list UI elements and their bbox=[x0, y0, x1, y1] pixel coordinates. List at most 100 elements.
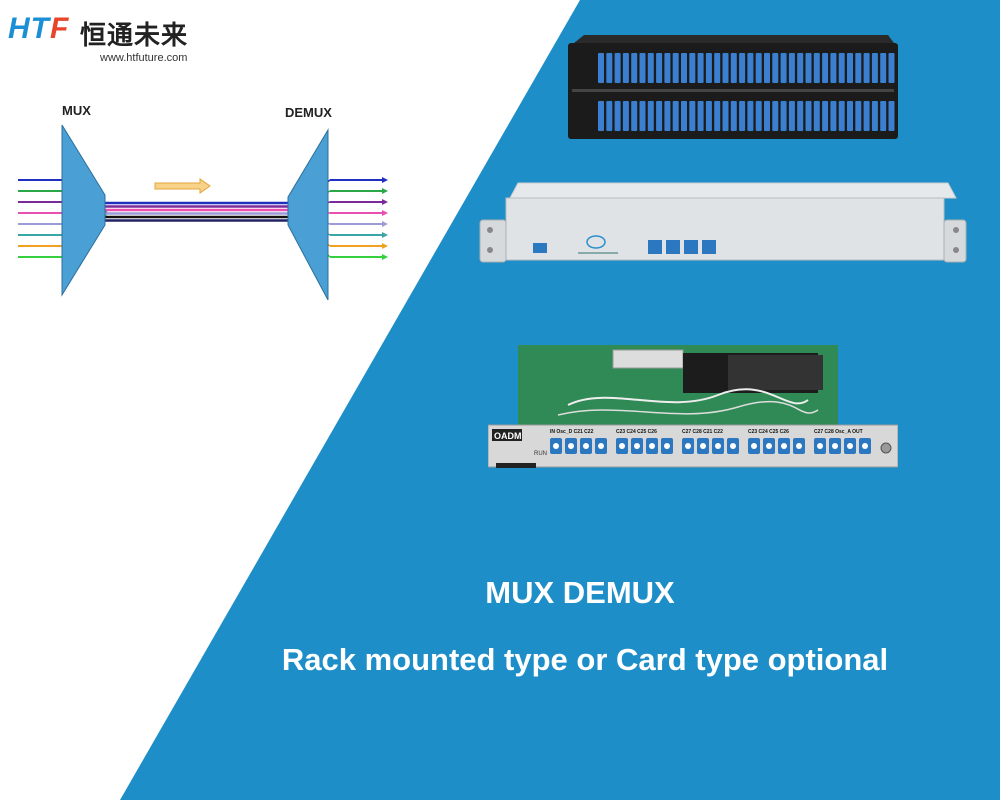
port-ferrule bbox=[751, 443, 757, 449]
port-ferrule bbox=[796, 443, 802, 449]
lc-port bbox=[764, 101, 770, 131]
arrow-icon bbox=[382, 254, 388, 260]
port-ferrule bbox=[685, 443, 691, 449]
lc-port bbox=[684, 240, 698, 254]
lc-port bbox=[822, 53, 829, 83]
lc-port bbox=[813, 101, 820, 131]
port-ferrule bbox=[700, 443, 706, 449]
lc-port bbox=[689, 53, 696, 83]
rack-mux-device-2u bbox=[568, 35, 898, 139]
port-ferrule bbox=[715, 443, 721, 449]
lc-port bbox=[714, 53, 721, 83]
card-port-group-label: IN Osc_D C21 C22 bbox=[550, 429, 594, 435]
port-ferrule bbox=[766, 443, 772, 449]
arrow-icon bbox=[382, 243, 388, 249]
lc-port bbox=[730, 53, 737, 83]
lc-port bbox=[805, 101, 812, 131]
card-port-group-label: C27 C28 Osc_A OUT bbox=[814, 429, 863, 435]
lc-port bbox=[739, 53, 746, 83]
lc-port bbox=[838, 53, 845, 83]
lc-port bbox=[648, 240, 662, 254]
port-ferrule bbox=[619, 443, 625, 449]
lc-port bbox=[855, 101, 862, 131]
lc-port bbox=[614, 101, 621, 131]
arrow-icon bbox=[382, 221, 388, 227]
lc-port bbox=[664, 101, 671, 131]
lc-port bbox=[598, 101, 604, 131]
lc-port bbox=[888, 53, 895, 83]
lc-port bbox=[888, 101, 895, 131]
lc-port bbox=[780, 101, 787, 131]
lc-port bbox=[730, 101, 737, 131]
port-ferrule bbox=[634, 443, 640, 449]
lc-port bbox=[780, 53, 787, 83]
lc-port bbox=[855, 53, 862, 83]
lc-port bbox=[705, 53, 712, 83]
mux-label: MUX bbox=[62, 103, 91, 118]
lc-port bbox=[822, 101, 829, 131]
lc-port bbox=[764, 53, 770, 83]
lc-port bbox=[880, 53, 887, 83]
lc-port bbox=[714, 101, 721, 131]
lc-port bbox=[681, 101, 687, 131]
lc-port bbox=[639, 53, 646, 83]
arrow-icon bbox=[382, 232, 388, 238]
card-port-array bbox=[550, 438, 871, 454]
lc-port bbox=[622, 101, 629, 131]
port-ferrule bbox=[781, 443, 787, 449]
gray-device-port-array bbox=[648, 240, 716, 254]
lc-port bbox=[880, 101, 887, 131]
lc-port bbox=[598, 53, 604, 83]
port-ferrule bbox=[832, 443, 838, 449]
lc-port bbox=[847, 101, 853, 131]
lc-port bbox=[656, 101, 663, 131]
arrow-icon bbox=[382, 199, 388, 205]
lc-port bbox=[672, 53, 679, 83]
card-port-group-label: C27 C28 C21 C22 bbox=[682, 429, 723, 435]
arrow-icon bbox=[382, 188, 388, 194]
port-ferrule bbox=[817, 443, 823, 449]
lc-port bbox=[606, 101, 613, 131]
lc-port bbox=[722, 53, 729, 83]
lc-port bbox=[788, 101, 795, 131]
lc-port bbox=[697, 53, 704, 83]
logo-mark: HTF bbox=[8, 12, 69, 46]
lc-port bbox=[739, 101, 746, 131]
port-ferrule bbox=[664, 443, 670, 449]
lc-port bbox=[689, 101, 696, 131]
lc-port bbox=[631, 53, 638, 83]
lc-port bbox=[863, 101, 870, 131]
mux-prism bbox=[61, 125, 106, 297]
lc-port bbox=[772, 53, 779, 83]
lc-port bbox=[656, 53, 663, 83]
card-port-group-labels: IN Osc_D C21 C22 C23 C24 C25 C26 C27 C28 C… bbox=[550, 429, 863, 435]
caption-subtitle: Rack mounted type or Card type optional bbox=[281, 642, 889, 677]
port-ferrule bbox=[568, 443, 574, 449]
lc-port bbox=[797, 53, 804, 83]
logo-chinese-name: 恒通未来 bbox=[80, 20, 189, 50]
lc-port bbox=[666, 240, 680, 254]
port-ferrule bbox=[553, 443, 559, 449]
card-port-group-label: C23 C24 C25 C26 bbox=[748, 429, 789, 435]
lc-port bbox=[755, 101, 762, 131]
lc-port bbox=[697, 101, 704, 131]
lc-port bbox=[705, 101, 712, 131]
demux-label: DEMUX bbox=[285, 105, 332, 120]
direction-arrow-icon bbox=[154, 178, 211, 194]
caption-title: MUX DEMUX bbox=[485, 575, 675, 610]
lc-port bbox=[681, 53, 687, 83]
lc-port bbox=[847, 53, 853, 83]
rack-mux-device-1u bbox=[479, 182, 967, 263]
port-ferrule bbox=[847, 443, 853, 449]
logo-mark-accent: F bbox=[50, 12, 70, 45]
company-logo: HTF 恒通未来 www.htfuture.com bbox=[8, 12, 208, 72]
card-run-label: RUN bbox=[534, 451, 547, 457]
lc-port bbox=[871, 53, 878, 83]
lc-port bbox=[672, 101, 679, 131]
port-ferrule bbox=[598, 443, 604, 449]
lc-port bbox=[863, 53, 870, 83]
demux-prism bbox=[287, 128, 329, 301]
arrow-icon bbox=[382, 210, 388, 216]
lc-port bbox=[631, 101, 638, 131]
lc-port bbox=[838, 101, 845, 131]
